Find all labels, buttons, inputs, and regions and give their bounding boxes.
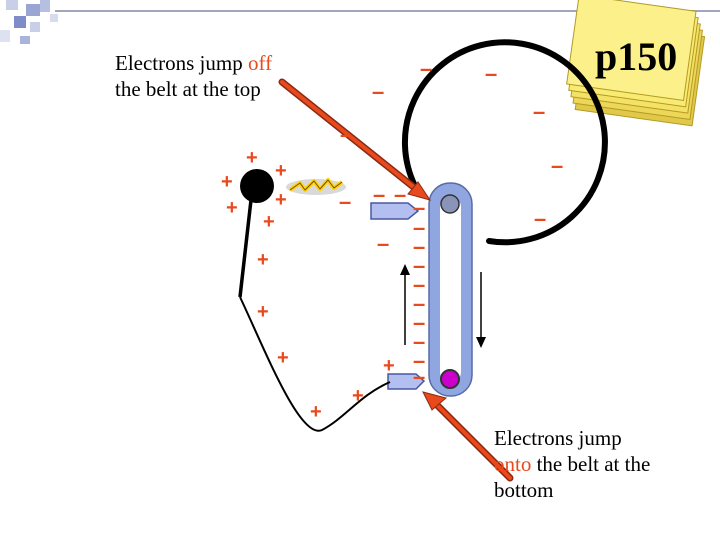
bottom-comb (387, 373, 426, 390)
top-caption-text: Electrons jump (115, 51, 248, 75)
plus-sign: + (257, 249, 269, 271)
minus-sign: – (534, 206, 546, 231)
plus-sign: + (383, 355, 395, 377)
minus-sign: – (420, 56, 432, 81)
arrow-up (400, 264, 410, 345)
minus-sign: – (339, 189, 351, 214)
sticky-note-stack (566, 0, 706, 127)
top-caption: Electrons jump off the belt at the top (115, 50, 335, 102)
top-comb (370, 202, 420, 220)
plus-sign: + (257, 301, 269, 323)
minus-sign: – (533, 99, 545, 124)
plus-sign: + (263, 211, 275, 233)
minus-sign: – (394, 182, 406, 207)
minus-sign: – (413, 348, 425, 373)
minus-sign: – (551, 153, 563, 178)
minus-sign: – (413, 253, 425, 278)
plus-sign: + (275, 189, 287, 211)
plus-sign: + (226, 197, 238, 219)
minus-sign: – (413, 310, 425, 335)
minus-sign: – (413, 329, 425, 354)
sphere-rod (238, 199, 253, 298)
belt (428, 182, 473, 397)
positive-charges: + + + + + + + + + + + + (221, 147, 395, 423)
top-roller (440, 194, 460, 214)
minus-sign: – (413, 234, 425, 259)
plus-sign: + (277, 347, 289, 369)
corner-decoration (0, 0, 58, 44)
top-caption-line2: the belt at the top (115, 77, 261, 101)
plus-sign: + (246, 147, 258, 169)
minus-sign: – (485, 61, 497, 86)
arrow-down (476, 272, 486, 348)
plus-sign: + (275, 160, 287, 182)
negative-charges: – – – – – – – – – – – – – – – – – – – – … (339, 56, 563, 389)
top-caption-highlight: off (247, 51, 273, 75)
bottom-caption: Electrons jump onto the belt at the bott… (494, 425, 694, 503)
bottom-caption-line3: bottom (494, 478, 554, 502)
minus-sign: – (413, 195, 425, 220)
minus-sign: – (377, 231, 389, 256)
minus-sign: – (413, 215, 425, 240)
minus-sign: – (373, 182, 385, 207)
plus-sign: + (310, 401, 322, 423)
bottom-caption-line2: the belt at the (531, 452, 651, 476)
plus-sign: + (221, 171, 233, 193)
small-sphere (240, 169, 274, 203)
minus-sign: – (372, 79, 384, 104)
minus-sign: – (340, 122, 352, 147)
pointer-arrow-top (278, 78, 432, 201)
pointer-arrow-bottom (422, 391, 514, 482)
page-reference: p150 (595, 34, 677, 79)
plus-sign: + (352, 385, 364, 407)
bottom-roller (440, 369, 460, 389)
bottom-caption-highlight: onto (494, 452, 532, 476)
spark-icon (286, 178, 346, 195)
bottom-caption-line1: Electrons jump (494, 426, 622, 450)
minus-sign: – (413, 291, 425, 316)
minus-sign: – (413, 272, 425, 297)
dome-arc (402, 39, 608, 246)
ground-wire (239, 296, 391, 432)
minus-sign: – (413, 364, 425, 389)
